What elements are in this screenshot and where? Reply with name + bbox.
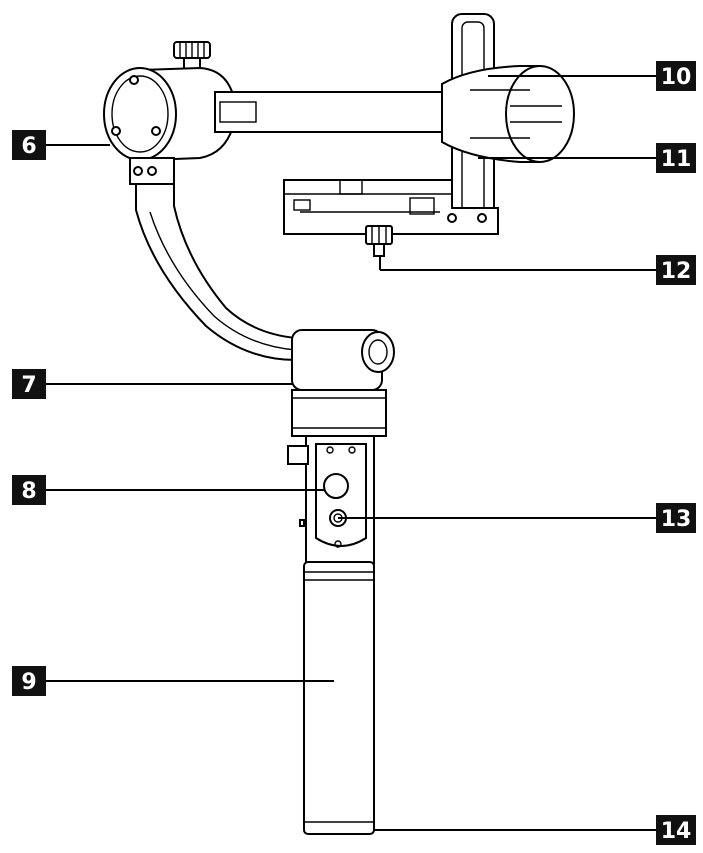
handle xyxy=(287,435,375,565)
leader-lines xyxy=(46,75,656,831)
grip xyxy=(303,561,375,835)
svg-text:6: 6 xyxy=(21,134,36,159)
svg-text:14: 14 xyxy=(661,819,692,844)
callouts: 6 7 8 9 10 11 12 13 xyxy=(12,61,696,845)
roll-motor xyxy=(103,66,238,185)
top-knob xyxy=(173,41,211,71)
svg-text:11: 11 xyxy=(661,147,692,172)
callout-6: 6 xyxy=(12,130,46,160)
callout-10: 10 xyxy=(656,61,696,91)
svg-text:7: 7 xyxy=(21,373,36,398)
plate-screw xyxy=(365,225,393,257)
tilt-arm xyxy=(214,91,456,133)
svg-text:10: 10 xyxy=(661,65,692,90)
callout-8: 8 xyxy=(12,475,46,505)
svg-text:13: 13 xyxy=(661,507,692,532)
camera-plate xyxy=(283,179,499,235)
svg-text:12: 12 xyxy=(661,259,692,284)
callout-9: 9 xyxy=(12,666,46,696)
callout-7: 7 xyxy=(12,369,46,399)
gimbal-drawing xyxy=(103,13,575,835)
tilt-motor xyxy=(441,65,575,163)
callout-11: 11 xyxy=(656,143,696,173)
pan-arm xyxy=(135,183,297,362)
pan-motor xyxy=(291,329,395,437)
callout-13: 13 xyxy=(656,503,696,533)
callout-14: 14 xyxy=(656,815,696,845)
callout-12: 12 xyxy=(656,255,696,285)
svg-text:9: 9 xyxy=(21,670,36,695)
svg-text:8: 8 xyxy=(21,479,36,504)
